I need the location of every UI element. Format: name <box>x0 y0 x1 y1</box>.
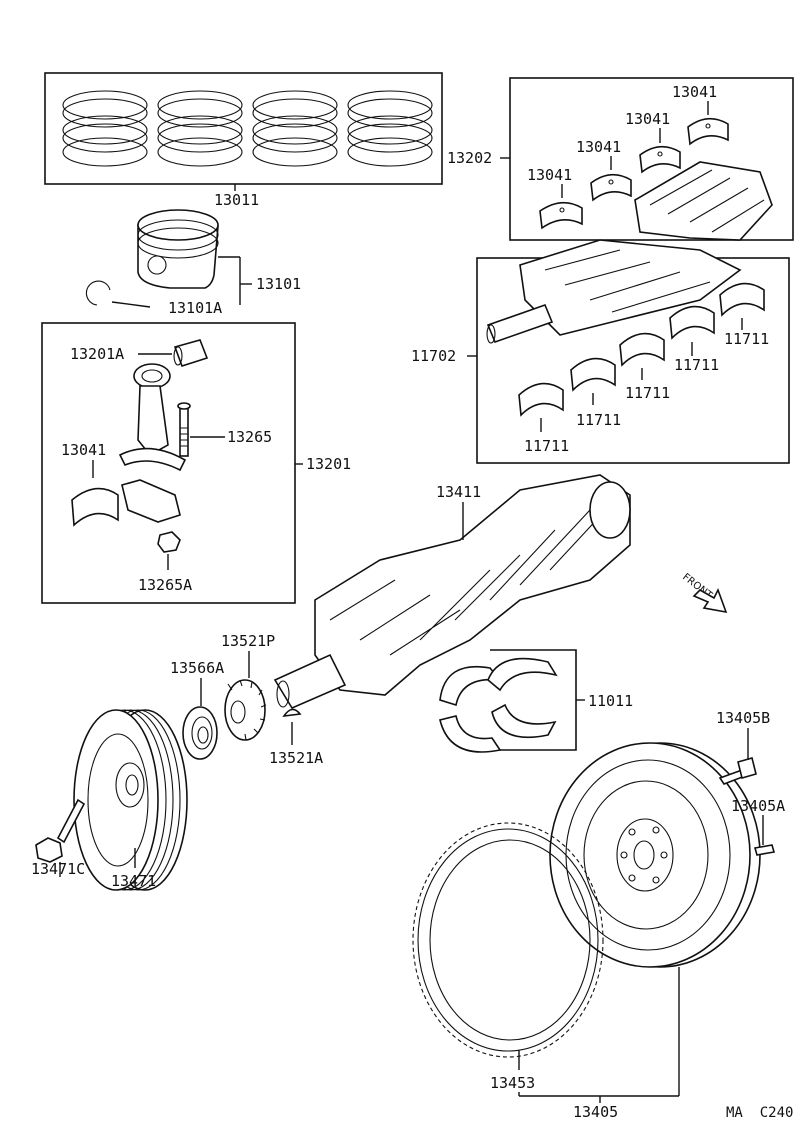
crank-pulley-group: 13471 13471C <box>31 709 188 891</box>
piston-rings-frame <box>44 72 443 185</box>
piston-ring-set-1 <box>62 90 148 167</box>
thrust-washer-upper-2 <box>487 657 558 692</box>
ring-gear-teeth <box>412 822 604 1058</box>
label-13471: 13471 <box>111 872 156 890</box>
label-13521A: 13521A <box>269 749 323 767</box>
flywheel-bolt <box>718 757 757 785</box>
label-13041-a: 13041 <box>672 83 717 101</box>
label-13011: 13011 <box>214 191 259 209</box>
label-13041-d: 13041 <box>527 166 572 184</box>
conrod-body <box>118 363 187 472</box>
timing-plate <box>182 706 218 760</box>
label-13201: 13201 <box>306 455 351 473</box>
label-13265: 13265 <box>227 428 272 446</box>
label-13041-b: 13041 <box>625 110 670 128</box>
label-13265A: 13265A <box>138 576 192 594</box>
front-direction-indicator: FRONT <box>680 572 728 614</box>
piston-ring-set-4 <box>347 90 433 167</box>
piston-crown <box>137 209 219 241</box>
upper-crank-sketch <box>634 161 773 241</box>
label-11711-d: 11711 <box>576 411 621 429</box>
crank-sprocket-group: 13521P 13566A 13521A <box>170 632 323 767</box>
label-13411: 13411 <box>436 483 481 501</box>
piston-ring-set-3 <box>252 90 338 167</box>
lower-bearing-shell-1 <box>719 282 765 317</box>
crank-pulley-hub <box>115 762 145 808</box>
upper-bearing-frame <box>509 77 794 241</box>
label-13041-rod: 13041 <box>61 441 106 459</box>
crank-key <box>282 708 302 718</box>
upper-bearing-shell-4 <box>539 201 583 230</box>
label-11711-e: 11711 <box>524 437 569 455</box>
thrust-washer-upper-1 <box>439 666 502 707</box>
piston-body <box>137 224 219 289</box>
thrust-washer-lower-1 <box>439 715 502 753</box>
flywheel-hub <box>616 818 674 892</box>
piston-pin-clip <box>85 280 111 306</box>
piston-ring-set-2 <box>157 90 243 167</box>
piston-pin-bore <box>147 255 167 275</box>
page-code: MA C240 <box>726 1105 793 1121</box>
crankshaft-nose <box>273 653 347 710</box>
label-13566A: 13566A <box>170 659 224 677</box>
label-11711-a: 11711 <box>724 330 769 348</box>
label-13201A: 13201A <box>70 345 124 363</box>
lower-bearing-shell-3 <box>619 332 665 367</box>
conrod-bearing-shell <box>71 487 119 527</box>
upper-bearing-shell-1 <box>687 117 729 146</box>
label-11702: 11702 <box>411 347 456 365</box>
label-13453: 13453 <box>490 1074 535 1092</box>
label-13405: 13405 <box>573 1103 618 1121</box>
label-11011: 11011 <box>588 692 633 710</box>
upper-bearing-shell-2 <box>639 145 681 174</box>
flywheel-assembly-bracket: 13405 <box>518 1092 679 1121</box>
connecting-rod-group: 13201 13201A 13265 13041 <box>41 322 351 604</box>
lower-crank-sketch <box>486 239 742 344</box>
crank-sprocket <box>224 679 267 741</box>
flywheel-pin <box>753 844 776 856</box>
pulley-bolt <box>35 798 86 863</box>
thrust-washers-group: 11011 <box>439 649 633 753</box>
front-arrow-icon <box>692 587 728 614</box>
crankshaft-flange <box>589 481 631 539</box>
lower-bearing-set-group: 11702 11711 11711 11711 11 <box>411 239 790 464</box>
label-11711-b: 11711 <box>674 356 719 374</box>
ring-gear-inner <box>429 839 591 1041</box>
upper-bearing-set-group: 13202 13041 13041 13041 13041 <box>447 77 794 241</box>
lower-crank-nose <box>486 303 554 344</box>
flywheel-group: 13405B 13405A <box>549 709 785 1096</box>
label-13202: 13202 <box>447 149 492 167</box>
piston-group: 13101 13101A <box>85 209 301 317</box>
lower-bearing-shell-2 <box>669 305 715 340</box>
lower-bearing-shell-4 <box>570 357 616 392</box>
crank-pulley-face <box>73 709 159 891</box>
crankshaft: 13411 <box>273 474 631 710</box>
label-13405B: 13405B <box>716 709 770 727</box>
label-13405A: 13405A <box>731 797 785 815</box>
conrod-bushing <box>173 339 209 367</box>
flywheel-rim <box>549 742 751 968</box>
label-11711-c: 11711 <box>625 384 670 402</box>
conrod-bolt <box>177 402 191 457</box>
label-13101A: 13101A <box>168 299 222 317</box>
upper-bearing-shell-3 <box>590 173 632 202</box>
ring-gear-group: 13453 <box>412 822 604 1092</box>
connecting-rod-frame <box>41 322 296 604</box>
label-13101: 13101 <box>256 275 301 293</box>
conrod-cap <box>121 479 181 523</box>
ring-gear-outer <box>417 828 599 1052</box>
thrust-washer-lower-2 <box>491 703 557 739</box>
piston-rings-group: 13011 <box>44 72 443 209</box>
conrod-nut <box>157 531 181 553</box>
label-13471C: 13471C <box>31 860 85 878</box>
lower-bearing-shell-5 <box>518 382 564 417</box>
label-13041-c: 13041 <box>576 138 621 156</box>
label-13521P: 13521P <box>221 632 275 650</box>
